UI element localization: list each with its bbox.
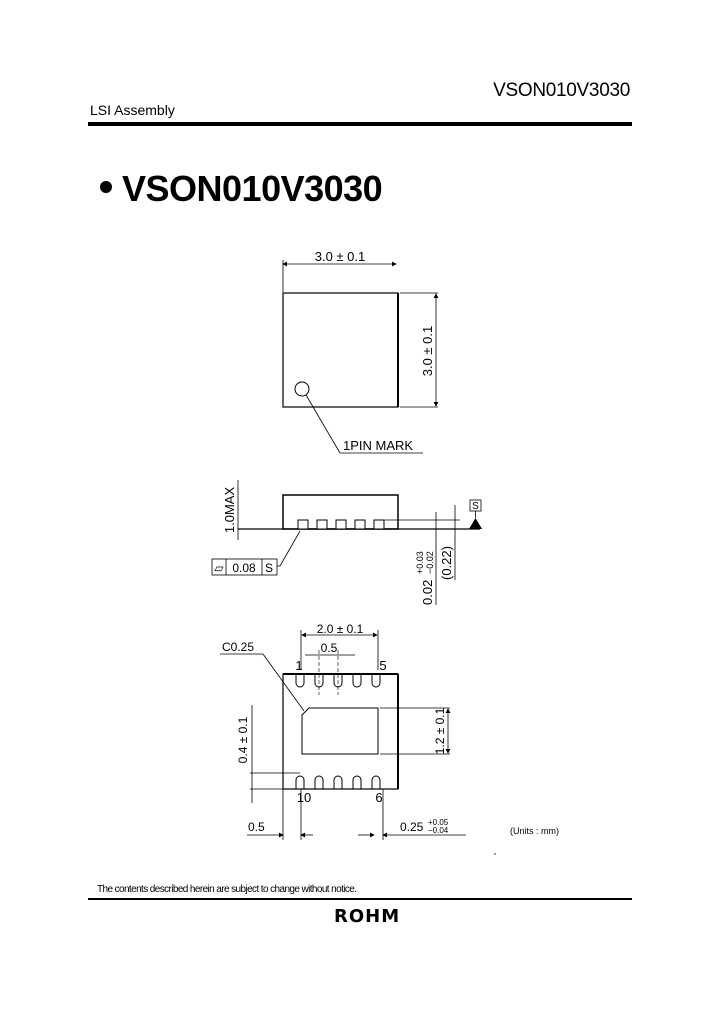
top-view: 3.0 ± 0.1 3.0 ± 0.1 1PIN MARK [282, 249, 439, 454]
pad-span-dim: 2.0 ± 0.1 [317, 622, 364, 636]
rohm-logo: ROHM [334, 906, 401, 927]
datum-triangle-icon [469, 518, 482, 529]
pin-5-label: 5 [379, 658, 386, 673]
top-width-dim: 3.0 ± 0.1 [315, 249, 366, 264]
header-section: LSI Assembly [90, 102, 175, 118]
chamfer-label: C0.25 [222, 640, 254, 654]
pad-height-dim: 1.2 ± 0.1 [433, 707, 447, 754]
header-part-number: VSON010V3030 [493, 80, 630, 101]
lead-width-tol-minus: −0.04 [428, 826, 449, 835]
footer-notice: The contents described herein are subjec… [97, 884, 357, 895]
pin-10-label: 10 [297, 790, 311, 805]
bullet-icon [100, 181, 112, 194]
edge-offset-dim: 0.5 [248, 820, 265, 834]
footer-rule [88, 898, 632, 900]
standoff-tol-minus: −0.02 [425, 551, 435, 574]
header-rule [88, 122, 632, 126]
pin-mark-label: 1PIN MARK [343, 438, 413, 453]
flatness-value: 0.08 [232, 561, 256, 575]
standoff-tol-plus: +0.03 [415, 551, 425, 574]
lead-length-dim: 0.4 ± 0.1 [236, 716, 250, 763]
datum-label: S [472, 501, 479, 512]
pin-1-label: 1 [295, 658, 302, 673]
side-view: 1.0MAX ▱ 0.08 S 0.02 +0.03 −0.02 (0.22) … [211, 480, 482, 605]
flatness-symbol-icon: ▱ [214, 561, 224, 575]
pin1-mark-icon [294, 381, 310, 397]
page-title: VSON010V3030 [100, 168, 383, 210]
lead-width-dim: 0.25 [400, 820, 424, 834]
lead-width-tol-plus: +0.05 [428, 818, 449, 827]
top-height-dim: 3.0 ± 0.1 [420, 326, 435, 377]
package-outline [282, 292, 399, 408]
units-label: (Units : mm) [510, 826, 559, 836]
flatness-frame [211, 558, 278, 576]
bottom-view: 2.0 ± 0.1 0.5 1 5 10 6 C0.25 1.2 ± 0.1 0… [220, 622, 559, 855]
flatness-datum: S [265, 561, 273, 575]
pin-6-label: 6 [375, 790, 382, 805]
pitch-dim: 0.5 [321, 641, 338, 655]
lead-thickness-ref: (0.22) [439, 546, 454, 580]
page-title-text: VSON010V3030 [122, 168, 383, 209]
standoff-dim: 0.02 [420, 580, 435, 605]
side-height-dim: 1.0MAX [222, 487, 237, 534]
